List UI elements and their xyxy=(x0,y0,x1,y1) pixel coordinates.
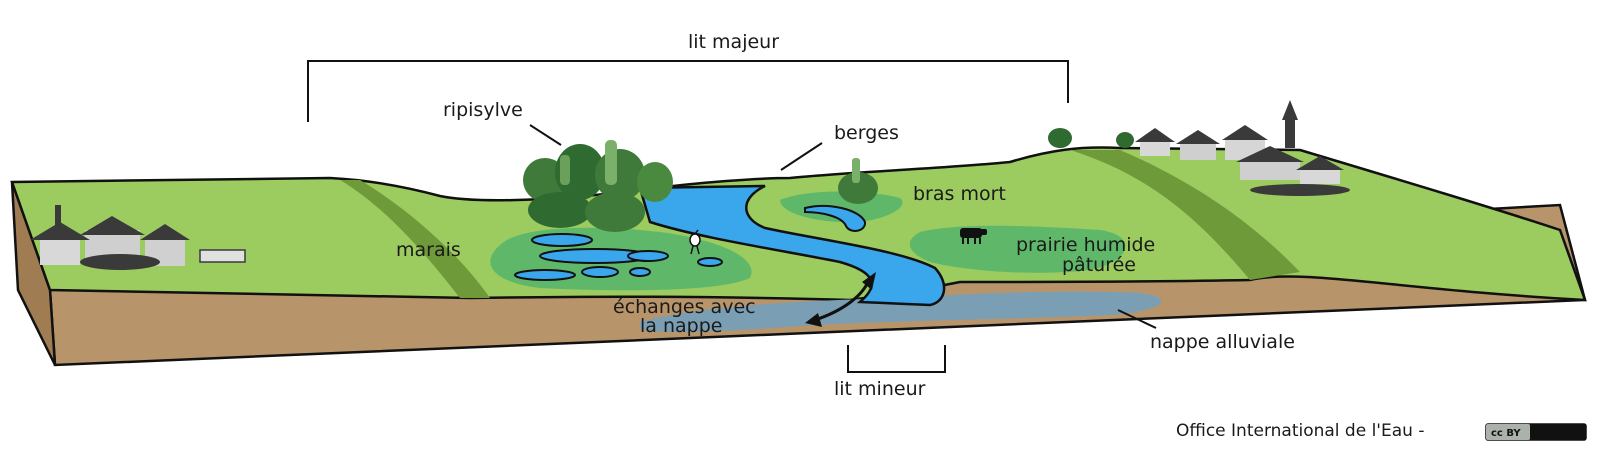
arrowhead-up xyxy=(862,272,876,290)
marsh-pond xyxy=(581,266,619,278)
cow-icon xyxy=(960,228,987,244)
oxbow-lake xyxy=(804,204,866,232)
marsh-pond xyxy=(531,233,593,247)
cc-by-badge: cc BY xyxy=(1485,423,1587,441)
exchange-arrow xyxy=(814,281,870,322)
poplar xyxy=(605,140,617,185)
label-lit-majeur: lit majeur xyxy=(688,31,779,53)
label-nappe-alluviale: nappe alluviale xyxy=(1150,331,1295,353)
label-ripisylve: ripisylve xyxy=(443,99,523,121)
nappe-leader xyxy=(1117,309,1157,329)
tree xyxy=(528,192,592,228)
ripisylve-leader xyxy=(529,124,562,146)
label-prairie-line1: prairie humide xyxy=(1016,234,1155,256)
label-marais: marais xyxy=(396,239,461,261)
left-village xyxy=(30,205,246,270)
marsh-area xyxy=(490,227,752,291)
label-prairie-line2: pâturée xyxy=(1062,254,1136,276)
label-lit-mineur: lit mineur xyxy=(834,378,926,400)
tree xyxy=(637,162,673,202)
marsh-pond xyxy=(697,257,723,267)
groundwater-nappe xyxy=(640,291,1162,333)
poplar xyxy=(560,155,570,185)
marsh-pond xyxy=(514,269,576,281)
label-bras-mort: bras mort xyxy=(913,183,1006,205)
tree xyxy=(585,192,645,232)
cc-by-badge-text: cc BY xyxy=(1491,428,1521,439)
label-berges: berges xyxy=(834,122,899,144)
left-slope xyxy=(340,180,490,298)
lit-majeur-bracket xyxy=(307,60,1069,122)
grass-surface xyxy=(10,146,1587,302)
label-echanges-line2: la nappe xyxy=(640,315,722,337)
heron-icon xyxy=(689,229,701,255)
right-slope xyxy=(1070,150,1300,280)
lit-mineur-bracket xyxy=(847,345,946,373)
marsh-pond xyxy=(629,267,651,277)
berges-leader xyxy=(780,142,823,171)
right-village xyxy=(1048,100,1350,196)
poplar xyxy=(852,158,860,183)
marsh-pond xyxy=(627,250,669,262)
riparian-forest xyxy=(523,140,878,232)
tree xyxy=(838,172,878,204)
arrowhead-left xyxy=(805,313,822,327)
river xyxy=(638,184,946,307)
credit-text: Office International de l'Eau - xyxy=(1176,421,1424,441)
label-echanges-line1: échanges avec xyxy=(613,296,756,318)
